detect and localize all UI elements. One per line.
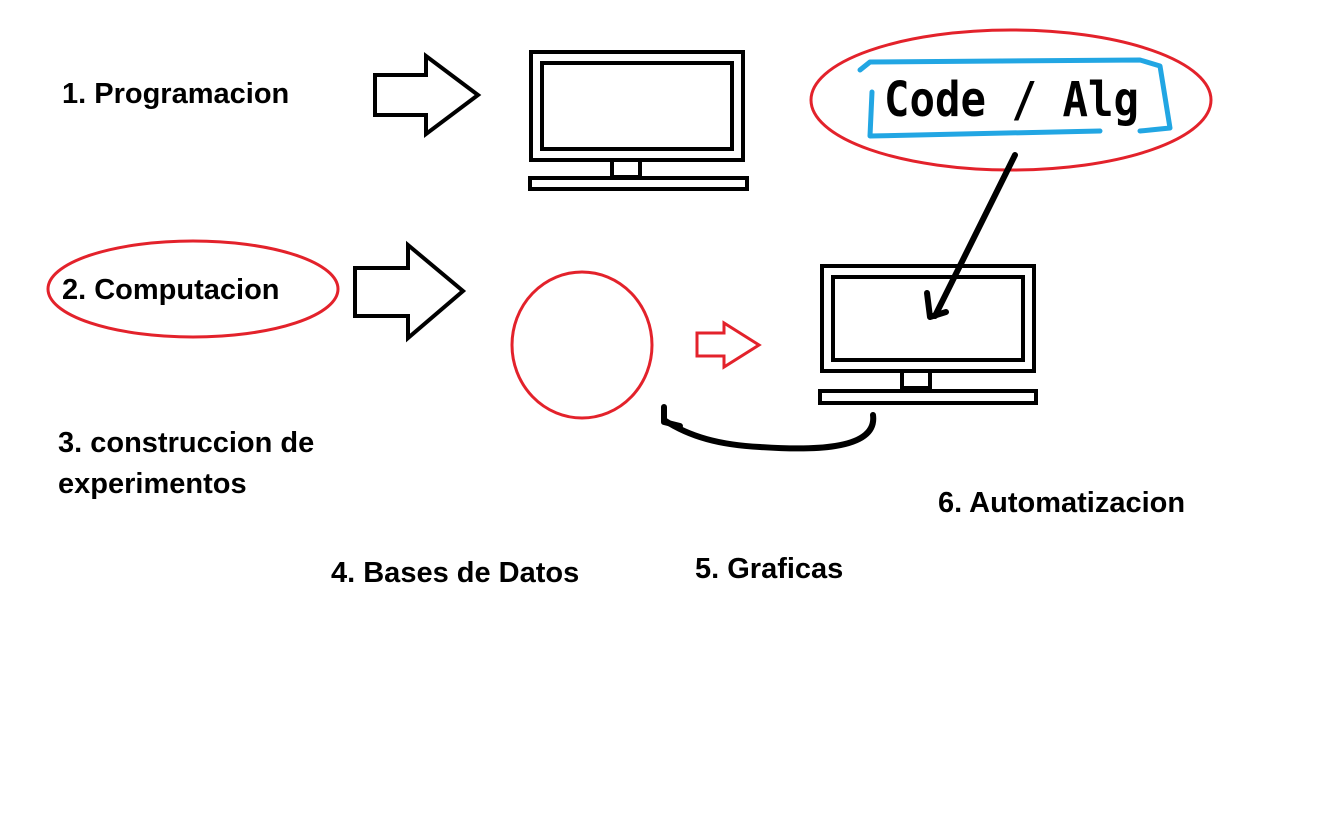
label-bases-de-datos: 4. Bases de Datos: [331, 557, 580, 589]
arrow-right-icon-1: [373, 52, 482, 138]
code-box-outline: [857, 57, 1173, 139]
monitor-icon-bottom: [818, 264, 1038, 405]
code-alg-text: Code / Alg: [884, 72, 1139, 128]
database-circle: [510, 270, 654, 420]
arrow-right-icon-2: [353, 240, 467, 343]
label-computacion: 2. Computacion: [62, 274, 280, 306]
label-automatizacion: 6. Automatizacion: [938, 487, 1186, 519]
label-graficas: 5. Graficas: [695, 553, 844, 585]
arrow-down-icon: [924, 152, 1018, 320]
computacion-highlight-ellipse: [46, 239, 340, 339]
code-highlight-ellipse: [809, 28, 1213, 172]
label-programacion: 1. Programacion: [62, 78, 290, 110]
arrow-right-icon-red: [695, 320, 762, 370]
label-construccion-experimentos: 3. construccion de experimentos: [58, 427, 315, 500]
curved-arrow-icon: [661, 404, 877, 452]
monitor-icon-top: [528, 50, 749, 191]
